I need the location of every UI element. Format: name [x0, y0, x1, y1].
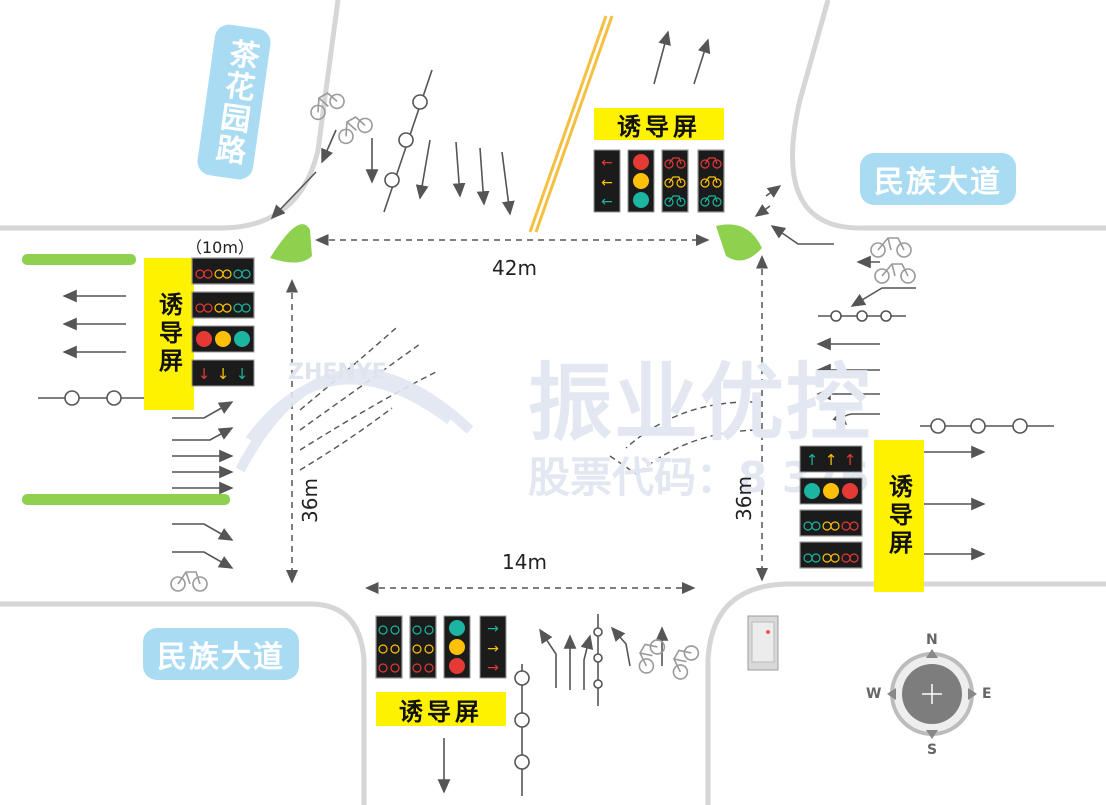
- svg-text:←: ←: [601, 175, 613, 191]
- svg-text:↓: ↓: [198, 365, 211, 383]
- compass-north: N: [926, 632, 938, 648]
- watermark-logo: [235, 368, 474, 473]
- distance-lines: [286, 185, 782, 594]
- green-strip-bottom: [22, 494, 230, 505]
- south-bike-line: [514, 614, 603, 796]
- watermark-brand: 振业优控: [528, 354, 873, 452]
- signal-group-east: ↑ ↑ ↑: [799, 445, 863, 569]
- svg-text:↑: ↑: [844, 451, 857, 469]
- distance-north-width: 42m: [492, 256, 537, 280]
- distance-east-height: 36m: [732, 476, 756, 521]
- compass-east: E: [982, 686, 992, 702]
- signal-group-west: ↓ ↓ ↓: [191, 257, 255, 387]
- west-arrows-out: [62, 289, 126, 359]
- svg-text:←: ←: [601, 194, 613, 210]
- svg-text:→: →: [487, 660, 499, 676]
- signal-group-north: ← ← ←: [593, 149, 725, 213]
- svg-text:→: →: [487, 621, 499, 637]
- compass-south: S: [927, 742, 938, 758]
- signal-group-south: → → →: [375, 615, 507, 679]
- green-strip-top: [22, 254, 136, 265]
- west-turn-paths: [299, 327, 437, 471]
- bicycle-icons: [170, 92, 916, 680]
- svg-text:↓: ↓: [217, 365, 230, 383]
- green-island-nw: [270, 224, 312, 263]
- svg-text:↑: ↑: [825, 451, 838, 469]
- svg-text:↓: ↓: [236, 365, 249, 383]
- distance-south-width: 14m: [502, 550, 547, 574]
- guide-screen-north: 诱导屏: [594, 108, 724, 141]
- green-island-ne: [716, 224, 762, 261]
- svg-text:↑: ↑: [806, 451, 819, 469]
- west-arrows-in: [172, 401, 234, 569]
- east-bike-line: [920, 418, 1054, 434]
- compass-west: W: [866, 686, 882, 702]
- north-bike-line: [383, 69, 433, 213]
- center-line: [528, 15, 614, 233]
- east-arrows-in: [770, 225, 916, 426]
- road-name-west: 民族大道: [143, 628, 299, 680]
- compass-rose: [887, 649, 977, 739]
- east-arrows-out: [920, 445, 986, 561]
- north-arrows: [270, 30, 711, 220]
- distance-west-height: 36m: [298, 478, 322, 523]
- svg-text:←: ←: [601, 155, 613, 171]
- control-cabinet: [747, 615, 779, 671]
- distance-west-small: （10m）: [186, 238, 254, 257]
- watermark-logo-text: ZHENYE: [288, 360, 387, 385]
- east-turn-paths: [609, 401, 757, 475]
- east-bike-line-top: [818, 310, 906, 322]
- guide-screen-east: 诱导屏: [874, 440, 924, 592]
- road-name-east: 民族大道: [860, 153, 1016, 205]
- guide-screen-south: 诱导屏: [376, 692, 506, 726]
- guide-screen-west: 诱导屏: [144, 258, 194, 410]
- svg-text:→: →: [487, 641, 499, 657]
- south-arrows: [437, 626, 669, 794]
